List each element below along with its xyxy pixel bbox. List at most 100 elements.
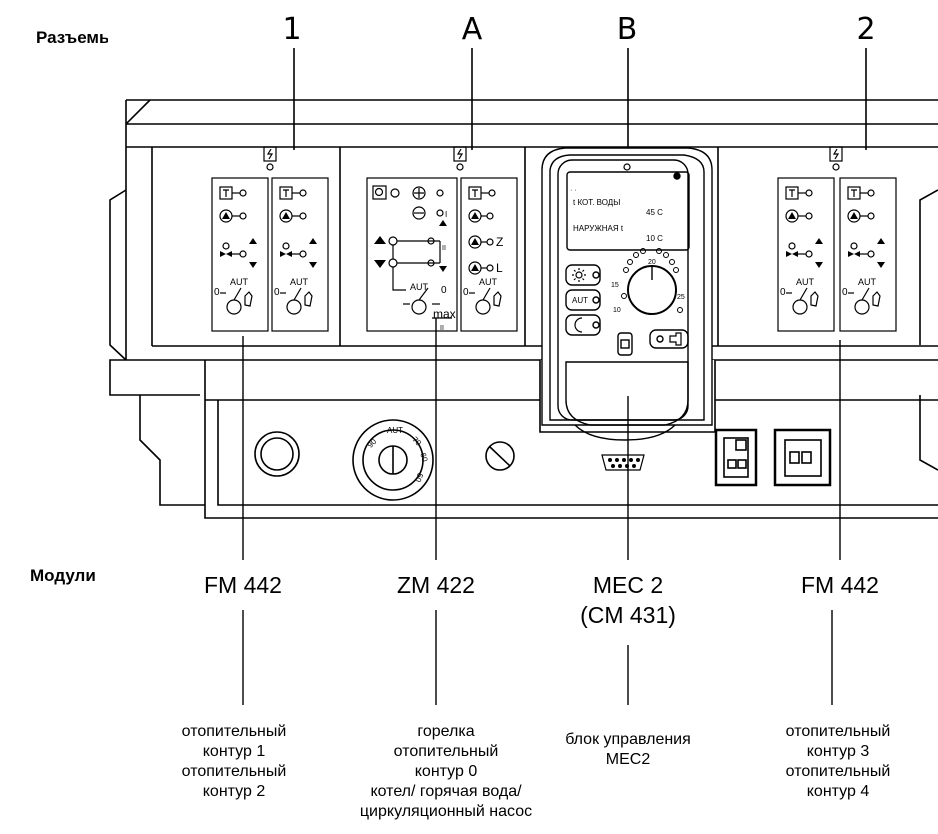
power-switch-1 bbox=[714, 428, 758, 487]
description-zm422: горелка отопительный контур 0 котел/ гор… bbox=[326, 722, 566, 822]
connectors-header-clip: Разъемы bbox=[36, 28, 108, 58]
module-label-fm442-left: FM 442 bbox=[204, 572, 282, 598]
zm-max-roman: II bbox=[440, 325, 444, 332]
mode-switch[interactable] bbox=[854, 299, 870, 315]
fuse-holder bbox=[485, 441, 515, 471]
sun-button bbox=[565, 264, 601, 286]
desc-line: контур 0 bbox=[414, 763, 478, 780]
left-foot bbox=[139, 395, 205, 506]
aut-label: AUT bbox=[796, 277, 815, 287]
desc-line: отопительный bbox=[785, 723, 891, 740]
desc-line: циркуляционный насос bbox=[359, 803, 533, 820]
power-switch-2 bbox=[773, 428, 832, 487]
moon-button bbox=[565, 314, 601, 336]
pump-icon bbox=[785, 209, 806, 223]
zm-aut-label: AUT bbox=[410, 282, 429, 292]
thermostat-icon bbox=[279, 186, 300, 200]
hot-water-button bbox=[649, 329, 689, 349]
module-leaders bbox=[242, 318, 841, 705]
desc-line: котел/ горячая вода/ bbox=[370, 783, 522, 800]
display-value2: 10 C bbox=[646, 234, 663, 243]
mixer-valve-icon bbox=[280, 242, 300, 257]
pump-icon bbox=[279, 209, 300, 223]
modules-header-clip: Модули bbox=[30, 566, 108, 596]
mec2-module: · · t КОТ. ВОДЫ 45 C НАРУЖНАЯ t 10 C 20 … bbox=[541, 147, 713, 471]
mec-face bbox=[557, 159, 689, 421]
zm-zero-label: 0 bbox=[441, 285, 447, 296]
hand-icon bbox=[304, 291, 313, 307]
desc-line: отопительный bbox=[181, 723, 287, 740]
mode-switch[interactable] bbox=[286, 299, 302, 315]
zm-card-main bbox=[366, 177, 458, 332]
description-mec2: блок управления MEC2 bbox=[508, 730, 748, 770]
slot-label-2: 2 bbox=[856, 12, 876, 47]
desc-line: MEC2 bbox=[605, 751, 651, 768]
zero-label: 0 bbox=[780, 287, 786, 298]
hand-icon bbox=[810, 291, 819, 307]
aut-button-label: AUT bbox=[572, 296, 588, 305]
module-label-zm422: ZM 422 bbox=[397, 572, 475, 598]
desc-line: отопительный bbox=[181, 763, 287, 780]
fm-card-1 bbox=[211, 177, 269, 332]
connectors-header: Разъемы bbox=[36, 28, 108, 47]
thermostat-icon bbox=[847, 186, 868, 200]
mode-switch[interactable] bbox=[475, 299, 491, 315]
zm-card-side bbox=[460, 177, 518, 332]
desc-line: отопительный bbox=[785, 763, 891, 780]
mixer-valve-icon bbox=[220, 242, 240, 257]
moon-icon bbox=[574, 317, 583, 333]
aut-label: AUT bbox=[858, 277, 877, 287]
zm-max-label: max bbox=[433, 307, 456, 321]
pump-l-label: L bbox=[496, 261, 503, 275]
pump-z-label: Z bbox=[496, 235, 503, 249]
zero-label: 0 bbox=[274, 287, 280, 298]
fm442-right-module: AUT 0 AUT 0 bbox=[777, 146, 897, 332]
dial-90: 90 bbox=[366, 437, 379, 450]
description-fm442-left: отопительный контур 1 отопительный конту… bbox=[114, 722, 354, 802]
knob-label-10: 10 bbox=[613, 307, 621, 314]
thermostat-icon bbox=[219, 186, 240, 200]
zero-label: 0 bbox=[463, 287, 469, 298]
desc-line: контур 2 bbox=[202, 783, 266, 800]
aut-label: AUT bbox=[479, 277, 498, 287]
dial-aut: AUT bbox=[387, 426, 403, 435]
pump-icon bbox=[219, 209, 240, 223]
hand-icon bbox=[244, 291, 253, 307]
boiler-thermostat-dial bbox=[352, 419, 434, 501]
mode-switch[interactable] bbox=[226, 299, 242, 315]
thermostat-icon bbox=[785, 186, 806, 200]
knob-label-15: 15 bbox=[611, 282, 619, 289]
roman-one: I bbox=[445, 210, 447, 219]
display-value1: 45 C bbox=[646, 208, 663, 217]
desc-line: горелка bbox=[417, 723, 475, 740]
slot-label-a: A bbox=[461, 12, 483, 47]
slot-label-b: B bbox=[616, 12, 638, 47]
aut-label: AUT bbox=[230, 277, 249, 287]
housing-left-flap bbox=[109, 189, 127, 361]
desc-line: контур 1 bbox=[202, 743, 266, 760]
dial-60: 60 bbox=[418, 452, 429, 463]
slot-label-1: 1 bbox=[282, 12, 302, 47]
display-dots: · · bbox=[570, 187, 577, 194]
desc-line: блок управления bbox=[565, 731, 691, 748]
display-line2: НАРУЖНАЯ t bbox=[573, 224, 624, 233]
mixer-valve-icon bbox=[786, 242, 806, 257]
modules-header: Модули bbox=[30, 566, 96, 585]
module-label-fm442-right: FM 442 bbox=[801, 572, 879, 598]
sun-icon bbox=[575, 271, 583, 279]
serial-connector bbox=[601, 454, 645, 471]
zero-label: 0 bbox=[842, 287, 848, 298]
module-label-mec2: MEC 2 bbox=[592, 572, 664, 598]
desc-line: контур 4 bbox=[806, 783, 870, 800]
front-controls bbox=[254, 419, 832, 501]
mode-switch[interactable] bbox=[792, 299, 808, 315]
aut-button bbox=[565, 289, 601, 311]
aut-label: AUT bbox=[290, 277, 309, 287]
description-fm442-right: отопительный контур 3 отопительный конту… bbox=[718, 722, 938, 802]
desc-line: контур 3 bbox=[806, 743, 870, 760]
knob-label-25: 25 bbox=[677, 294, 685, 301]
mec-display bbox=[566, 171, 690, 251]
